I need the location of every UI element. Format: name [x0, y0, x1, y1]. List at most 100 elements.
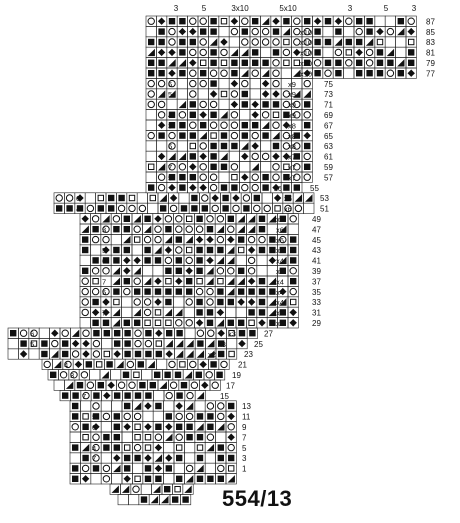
filled-square-symbol — [279, 246, 286, 254]
filled-diamond-symbol — [189, 163, 197, 171]
filled-square-symbol — [248, 309, 255, 316]
filled-square-symbol — [158, 70, 165, 77]
filled-square-symbol — [148, 70, 155, 77]
filled-square-symbol — [222, 194, 229, 202]
grid-cell — [132, 421, 144, 433]
filled-diamond-symbol — [206, 235, 214, 244]
open-circle-symbol — [61, 329, 69, 337]
triangle-symbol — [206, 277, 214, 285]
filled-square-symbol — [220, 132, 228, 139]
filled-diamond-symbol — [123, 256, 131, 265]
triangle-symbol — [251, 163, 259, 171]
grid-cell — [270, 109, 282, 121]
row-number: 7 — [242, 433, 247, 442]
grid-cell — [100, 400, 112, 412]
grid-cell — [235, 306, 247, 318]
filled-diamond-symbol — [168, 48, 176, 57]
filled-square-symbol — [144, 257, 151, 264]
filled-square-symbol — [290, 236, 297, 243]
filled-diamond-symbol — [211, 194, 219, 202]
open-circle-symbol — [217, 412, 225, 421]
filled-square-symbol — [304, 122, 311, 129]
open-square-symbol — [231, 174, 238, 181]
open-circle-symbol — [185, 464, 194, 473]
filled-square-symbol — [248, 288, 255, 295]
grid-cell — [204, 452, 216, 464]
filled-square-symbol — [304, 101, 311, 108]
triangle-symbol — [279, 298, 287, 306]
open-circle-symbol — [261, 111, 270, 119]
filled-square-symbol — [272, 49, 280, 56]
open-circle-symbol — [55, 194, 63, 202]
row-number: 49 — [312, 215, 321, 224]
grid-cell — [239, 109, 251, 121]
filled-square-symbol — [158, 132, 165, 139]
filled-square-symbol — [176, 423, 183, 430]
open-circle-symbol — [251, 27, 259, 36]
open-circle-symbol — [71, 350, 80, 358]
row-number: 79 — [426, 59, 435, 68]
open-circle-symbol — [86, 381, 95, 389]
open-square-symbol — [165, 319, 172, 327]
left-count: 4 — [64, 361, 68, 370]
open-circle-symbol — [282, 48, 291, 57]
filled-diamond-symbol — [76, 194, 84, 202]
left-count: 5 — [168, 90, 172, 99]
open-circle-symbol — [185, 319, 193, 327]
filled-square-symbol — [186, 434, 193, 441]
filled-diamond-symbol — [251, 100, 259, 109]
filled-diamond-symbol — [102, 308, 110, 317]
grid-cell — [121, 442, 133, 454]
grid-cell — [166, 98, 178, 110]
grid-cell — [145, 26, 157, 38]
filled-square-symbol — [175, 236, 182, 243]
triangle-symbol — [334, 38, 343, 46]
triangle-symbol — [168, 90, 176, 98]
grid-cell — [152, 410, 164, 422]
filled-diamond-symbol — [165, 454, 173, 462]
open-square-symbol — [176, 444, 183, 451]
filled-square-symbol — [154, 371, 161, 378]
grid-cell — [93, 358, 105, 370]
filled-square-symbol — [165, 267, 172, 274]
filled-square-symbol — [279, 215, 286, 222]
left-count: 6 — [76, 194, 80, 203]
grid-cell — [225, 306, 237, 318]
open-circle-symbol — [230, 163, 239, 171]
grid-cell — [90, 473, 102, 485]
filled-diamond-symbol — [241, 152, 249, 161]
grid-cell — [142, 317, 154, 329]
triangle-symbol — [102, 215, 110, 223]
open-square-symbol — [174, 486, 181, 493]
filled-square-symbol — [72, 413, 79, 420]
filled-square-symbol — [134, 319, 141, 326]
row-number: 27 — [264, 329, 273, 338]
filled-square-symbol — [97, 205, 104, 212]
filled-diamond-symbol — [81, 215, 89, 223]
filled-square-symbol — [72, 402, 79, 410]
grid-cell — [228, 171, 240, 183]
open-square-symbol — [283, 38, 290, 46]
row-number: 19 — [232, 371, 241, 380]
repeat-count: x3 — [218, 340, 226, 349]
open-square-symbol — [165, 278, 172, 285]
filled-diamond-symbol — [157, 121, 166, 129]
open-circle-symbol — [199, 38, 207, 46]
open-circle-symbol — [92, 433, 100, 441]
filled-square-symbol — [290, 257, 297, 264]
filled-diamond-symbol — [82, 339, 90, 348]
open-circle-symbol — [251, 69, 259, 77]
column-header-label: 5x10 — [279, 4, 297, 13]
filled-diamond-symbol — [123, 423, 131, 431]
left-count: 5 — [168, 173, 172, 182]
filled-diamond-symbol — [91, 308, 100, 317]
filled-diamond-symbol — [407, 69, 415, 77]
filled-diamond-symbol — [175, 402, 183, 410]
open-circle-symbol — [199, 17, 207, 25]
repeat-count: x10 — [300, 28, 312, 37]
filled-square-symbol — [165, 465, 172, 472]
open-square-symbol — [179, 361, 186, 368]
filled-diamond-symbol — [289, 308, 297, 317]
filled-square-symbol — [201, 205, 208, 212]
open-circle-symbol — [154, 225, 162, 233]
